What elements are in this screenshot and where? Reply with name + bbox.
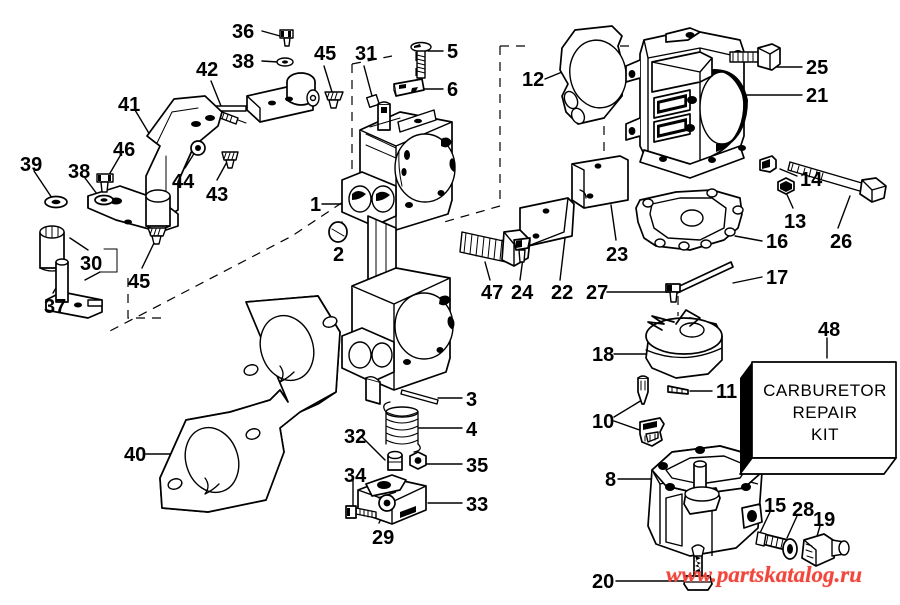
part-12-gasket xyxy=(559,25,627,125)
part-42-spring xyxy=(219,111,247,125)
part-32-sleeve xyxy=(387,450,403,471)
callout-number-42: 42 xyxy=(196,59,219,81)
callout-number-13: 13 xyxy=(784,211,807,233)
callout-number-40: 40 xyxy=(124,444,147,466)
callout-number-47: 47 xyxy=(481,282,504,304)
part-27-screw xyxy=(665,283,681,303)
callout-number-5: 5 xyxy=(447,41,459,63)
callout-number-48: 48 xyxy=(818,319,841,341)
part-38a-washer xyxy=(276,57,294,67)
callout-number-45: 45 xyxy=(128,271,151,293)
callout-number-43: 43 xyxy=(206,184,229,206)
callout-number-26: 26 xyxy=(830,231,853,253)
part-10-needle xyxy=(637,375,649,405)
part-11-clip xyxy=(667,385,689,395)
part-16-gasket xyxy=(635,188,744,251)
callout-number-4: 4 xyxy=(466,419,478,441)
part-30-bushing xyxy=(39,225,65,272)
part-48-repair-kit-box xyxy=(739,361,897,475)
callout-number-30: 30 xyxy=(80,253,103,275)
repair-kit-line-2: REPAIR xyxy=(792,403,858,422)
callout-number-12: 12 xyxy=(522,69,545,91)
part-10-seat xyxy=(639,417,665,447)
callout-number-38: 38 xyxy=(68,161,91,183)
callout-number-17: 17 xyxy=(766,267,789,289)
callout-number-29: 29 xyxy=(372,527,395,549)
part-46-screw xyxy=(96,173,114,193)
part-29-washer xyxy=(378,494,396,512)
callout-number-8: 8 xyxy=(605,469,617,491)
part-5-screw xyxy=(410,41,432,79)
part-45b-screw xyxy=(147,227,167,245)
callout-number-28: 28 xyxy=(792,499,815,521)
callout-number-22: 22 xyxy=(551,282,574,304)
part-1-carburetor-body xyxy=(341,101,456,405)
part-37-bracket xyxy=(45,258,103,319)
callout-number-31: 31 xyxy=(355,43,378,65)
callout-number-20: 20 xyxy=(592,571,615,593)
callout-number-16: 16 xyxy=(766,231,789,253)
part-8-float-bowl xyxy=(647,445,763,557)
callout-number-34: 34 xyxy=(344,465,367,487)
part-22-plate xyxy=(519,197,575,247)
part-35-nut xyxy=(409,451,427,470)
callout-number-10: 10 xyxy=(592,411,615,433)
part-43-screw xyxy=(221,151,239,169)
callout-number-38: 38 xyxy=(232,51,255,73)
part-4-spring xyxy=(383,401,421,453)
part-40-gasket xyxy=(159,295,341,513)
part-13-nut xyxy=(777,177,795,195)
callout-number-36: 36 xyxy=(232,21,255,43)
callout-number-2: 2 xyxy=(333,244,345,266)
callout-number-15: 15 xyxy=(764,495,787,517)
callout-number-27: 27 xyxy=(586,282,609,304)
callout-number-45: 45 xyxy=(314,43,337,65)
part-2-plug xyxy=(328,221,348,243)
part-20-screw xyxy=(683,544,713,591)
callout-number-33: 33 xyxy=(466,494,489,516)
callout-number-32: 32 xyxy=(344,426,367,448)
part-19-plug xyxy=(801,533,850,567)
callout-number-21: 21 xyxy=(806,85,829,107)
part-36-screw xyxy=(279,29,294,47)
part-39-washer xyxy=(44,195,68,209)
callout-number-1: 1 xyxy=(310,194,322,216)
part-linkage-base xyxy=(87,185,179,233)
part-41-linkage-arm xyxy=(145,95,223,221)
part-23-plate xyxy=(571,155,629,209)
callout-number-35: 35 xyxy=(466,455,489,477)
part-25-bolt xyxy=(729,43,781,71)
callout-number-46: 46 xyxy=(113,139,136,161)
part-14-fitting xyxy=(759,155,777,173)
callout-number-14: 14 xyxy=(800,169,823,191)
callout-number-3: 3 xyxy=(466,389,478,411)
site-watermark: www.partskatalog.ru xyxy=(666,562,862,587)
part-21-manifold xyxy=(625,27,748,179)
callout-number-23: 23 xyxy=(606,244,629,266)
repair-kit-line-1: CARBURETOR xyxy=(763,381,887,400)
part-26-long-bolt xyxy=(787,161,887,203)
part-44-washer xyxy=(190,140,206,156)
callout-number-6: 6 xyxy=(447,79,459,101)
callout-number-44: 44 xyxy=(172,171,195,193)
callout-number-19: 19 xyxy=(813,509,836,531)
part-34-bolt xyxy=(345,505,377,519)
part-18-float xyxy=(645,309,723,379)
part-28-washer xyxy=(782,538,798,560)
part-3-pin xyxy=(400,389,439,405)
repair-kit-line-3: KIT xyxy=(811,425,839,444)
part-45a-screw xyxy=(324,91,344,109)
part-6-plate xyxy=(393,78,425,97)
part-38b-washer xyxy=(94,194,114,206)
callout-number-41: 41 xyxy=(118,94,141,116)
callout-number-25: 25 xyxy=(806,57,829,79)
part-24-screw xyxy=(513,237,531,263)
callout-number-18: 18 xyxy=(592,344,615,366)
callout-number-39: 39 xyxy=(20,154,43,176)
callout-number-37: 37 xyxy=(44,296,67,318)
callout-number-24: 24 xyxy=(511,282,534,304)
callout-number-11: 11 xyxy=(716,381,738,403)
